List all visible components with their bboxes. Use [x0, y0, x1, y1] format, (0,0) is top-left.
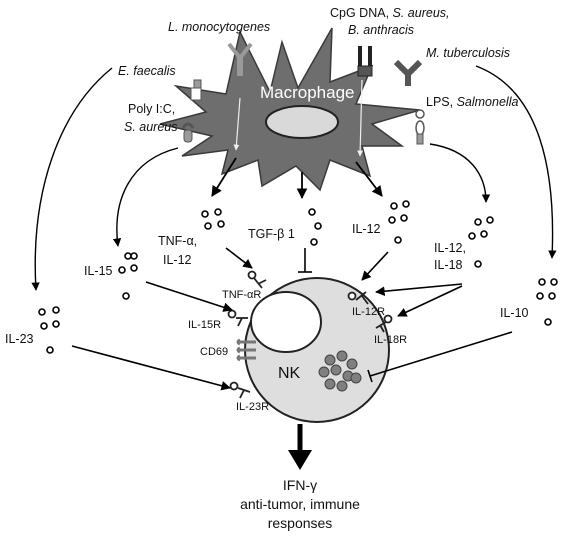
output-line2: anti-tumor, immune — [240, 496, 360, 512]
cytokine-dots-il10 — [536, 278, 558, 326]
arrow-efaecalis-to-il23 — [31, 67, 113, 291]
pathogen-label-l-monocytogenes: L. monocytogenes — [168, 20, 270, 34]
receptor-il18r — [375, 314, 393, 333]
pathogen-label-cpg: CpG DNA, S. aureus, — [330, 6, 450, 20]
cytokine-label-tgf: TGF-β 1 — [248, 227, 295, 241]
arrow-lps-to-il12-il18 — [429, 143, 491, 203]
arrow-tnf-to-tnfr — [225, 247, 253, 269]
receptor-label-il18r: IL-18R — [374, 334, 407, 346]
arrow-nk-to-ifn — [288, 424, 312, 470]
macrophage-receptor-lps — [415, 109, 425, 145]
macrophage-receptor-listeria — [227, 42, 253, 76]
pathogen-label-s-aureus-1: S. aureus, — [393, 6, 450, 20]
macrophage-receptor-cpg — [357, 46, 373, 77]
pathogen-label-e-faecalis: E. faecalis — [118, 64, 176, 78]
arrow-il23-to-il23r — [71, 345, 231, 391]
cytokine-dots-tnf — [201, 208, 225, 230]
cytokine-label-il12-a: IL-12 — [163, 253, 192, 267]
nk-nucleus — [250, 291, 322, 353]
cytokine-dots-il23 — [38, 306, 60, 354]
receptor-cd69 — [236, 338, 256, 362]
cytokine-dots-il12 — [388, 200, 410, 244]
arrow-macrophage-to-tnf — [211, 157, 237, 197]
pathogen-label-cpg-dna: CpG DNA, — [330, 6, 393, 20]
internal-arrow-left — [233, 97, 241, 151]
cytokine-label-il15: IL-15 — [84, 264, 113, 278]
nk-label: NK — [278, 365, 301, 382]
arrow-il12il18-to-il12r — [375, 283, 463, 296]
inhibit-il10-to-nk — [367, 331, 513, 383]
macrophage-receptor-efaecalis — [190, 79, 202, 101]
arrow-il15-to-il15r — [145, 281, 233, 312]
output-ifn-gamma: IFN-γ — [283, 477, 317, 493]
macrophage-nucleus — [265, 105, 339, 139]
pathogen-label-s-aureus-2: S. aureus — [124, 120, 178, 134]
macrophage-cell: Macrophage — [159, 27, 421, 192]
arrow-polyic-to-il15 — [112, 147, 179, 247]
cytokine-label-il18: IL-18 — [434, 258, 463, 272]
cytokine-dots-il15 — [118, 252, 138, 300]
arrow-mtb-to-il10 — [475, 65, 557, 259]
receptor-il12r — [347, 291, 369, 305]
cytokine-label-il12-b: IL-12 — [352, 222, 381, 236]
internal-arrow-right — [357, 79, 364, 157]
cytokine-dots-tgf — [308, 208, 322, 246]
pathogen-label-lps: LPS, Salmonella — [426, 95, 518, 109]
arrow-il12il18-to-il18r — [397, 285, 463, 317]
cytokine-label-tnf: TNF-α, — [158, 234, 197, 248]
cytokine-label-il10: IL-10 — [500, 306, 529, 320]
arrow-macrophage-to-il12 — [355, 161, 383, 197]
pathogen-label-salmonella: Salmonella — [457, 95, 519, 109]
pathogen-label-poly-ic: Poly I:C, — [128, 102, 175, 116]
pathogen-label-m-tuberculosis: M. tuberculosis — [426, 46, 510, 60]
cytokine-label-il12-c: IL-12, — [434, 241, 466, 255]
cytokine-dots-il12-il18 — [468, 216, 494, 268]
receptor-label-il23r: IL-23R — [236, 401, 269, 413]
macrophage-receptor-polyic — [181, 122, 195, 143]
cytokine-label-il23: IL-23 — [5, 332, 34, 346]
nk-cell: NK — [244, 277, 390, 423]
receptor-label-il15r: IL-15R — [188, 319, 221, 331]
pathogen-label-b-anthracis: B. anthracis — [348, 23, 414, 37]
macrophage-label: Macrophage — [260, 83, 355, 102]
receptor-il15r — [227, 309, 248, 327]
inhibit-tgf-to-nk — [298, 248, 312, 273]
arrow-il12-to-il12r — [361, 251, 389, 281]
nk-granules — [318, 350, 362, 392]
receptor-label-cd69: CD69 — [200, 346, 228, 358]
pathogen-label-lps-text: LPS, — [426, 95, 457, 109]
receptor-tnf-alpha-r — [247, 270, 267, 289]
output-line3: responses — [268, 515, 333, 531]
macrophage-receptor-mtb — [393, 59, 423, 86]
receptor-il23r — [229, 381, 251, 399]
receptor-label-tnf-alpha-r: TNF-αR — [222, 289, 261, 301]
receptor-label-il12r: IL-12R — [352, 306, 385, 318]
